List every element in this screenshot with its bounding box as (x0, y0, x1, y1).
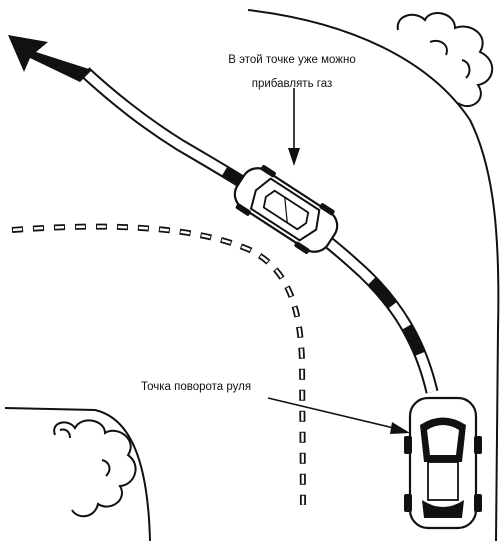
car-turn-point (404, 396, 482, 530)
lane-dashed-line (11, 223, 306, 506)
bush-top-right (396, 12, 494, 108)
annotation-throttle-line1: В этой точке уже можно (228, 54, 356, 66)
pointer-arrow-gas (288, 88, 300, 166)
annotation-turn-point: Точка поворота руля (141, 381, 252, 393)
annotation-throttle-line2: прибавлять газ (251, 78, 333, 90)
annotation-throttle-point: В этой точке уже можно прибавлять газ (222, 48, 362, 96)
trajectory-path (8, 35, 439, 394)
pointer-arrow-turn (267, 397, 410, 434)
road-edge-right (247, 9, 500, 542)
car-mid-turn (233, 164, 339, 254)
trajectory-arrowhead (8, 35, 92, 82)
road-edge-inner (4, 407, 151, 542)
bush-bottom-left (53, 419, 137, 518)
